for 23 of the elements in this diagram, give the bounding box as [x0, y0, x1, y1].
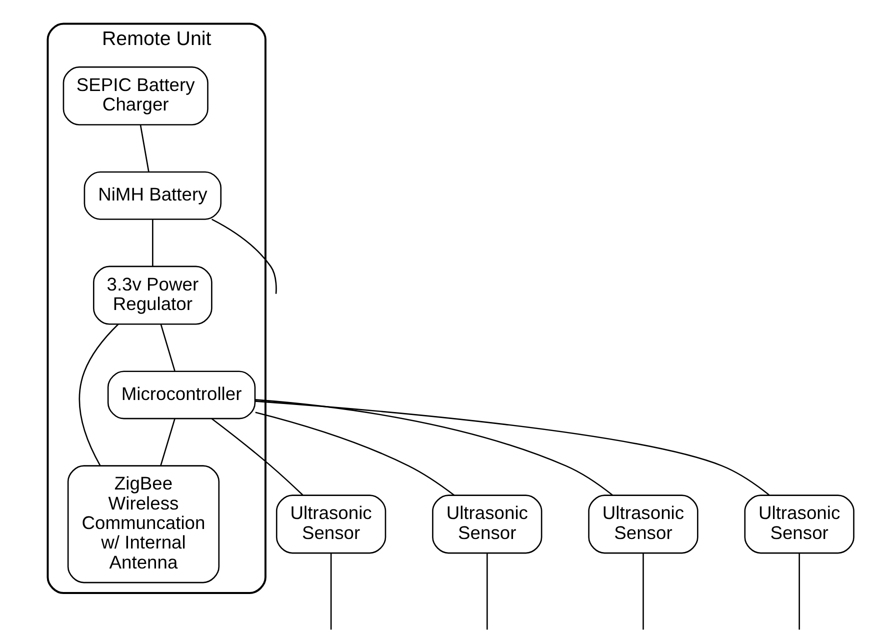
connector: [255, 399, 613, 496]
connector: [160, 418, 176, 466]
node-box: ZigBee Wireless Communcation w/ Internal Antenna: [67, 465, 220, 584]
node-box: Microcontroller: [107, 370, 256, 420]
node-box: Ultrasonic Sensor: [588, 494, 698, 554]
connector: [160, 324, 176, 372]
node-box: Ultrasonic Sensor: [432, 494, 542, 554]
connector: [211, 418, 304, 496]
connector: [212, 218, 277, 294]
node-box: SEPIC Battery Charger: [62, 66, 208, 126]
node-box: 3.3v Power Regulator: [93, 266, 212, 325]
node-box: NiMH Battery: [84, 171, 222, 220]
connector: [255, 412, 455, 496]
connector: [140, 124, 150, 172]
connector: [78, 324, 119, 466]
connector: [255, 400, 770, 496]
connector: [642, 553, 644, 630]
connector: [486, 553, 488, 630]
node-box: Ultrasonic Sensor: [744, 494, 854, 554]
connector: [798, 553, 800, 630]
node-box: Ultrasonic Sensor: [276, 494, 386, 554]
connector: [330, 553, 332, 630]
connector: [152, 219, 154, 266]
